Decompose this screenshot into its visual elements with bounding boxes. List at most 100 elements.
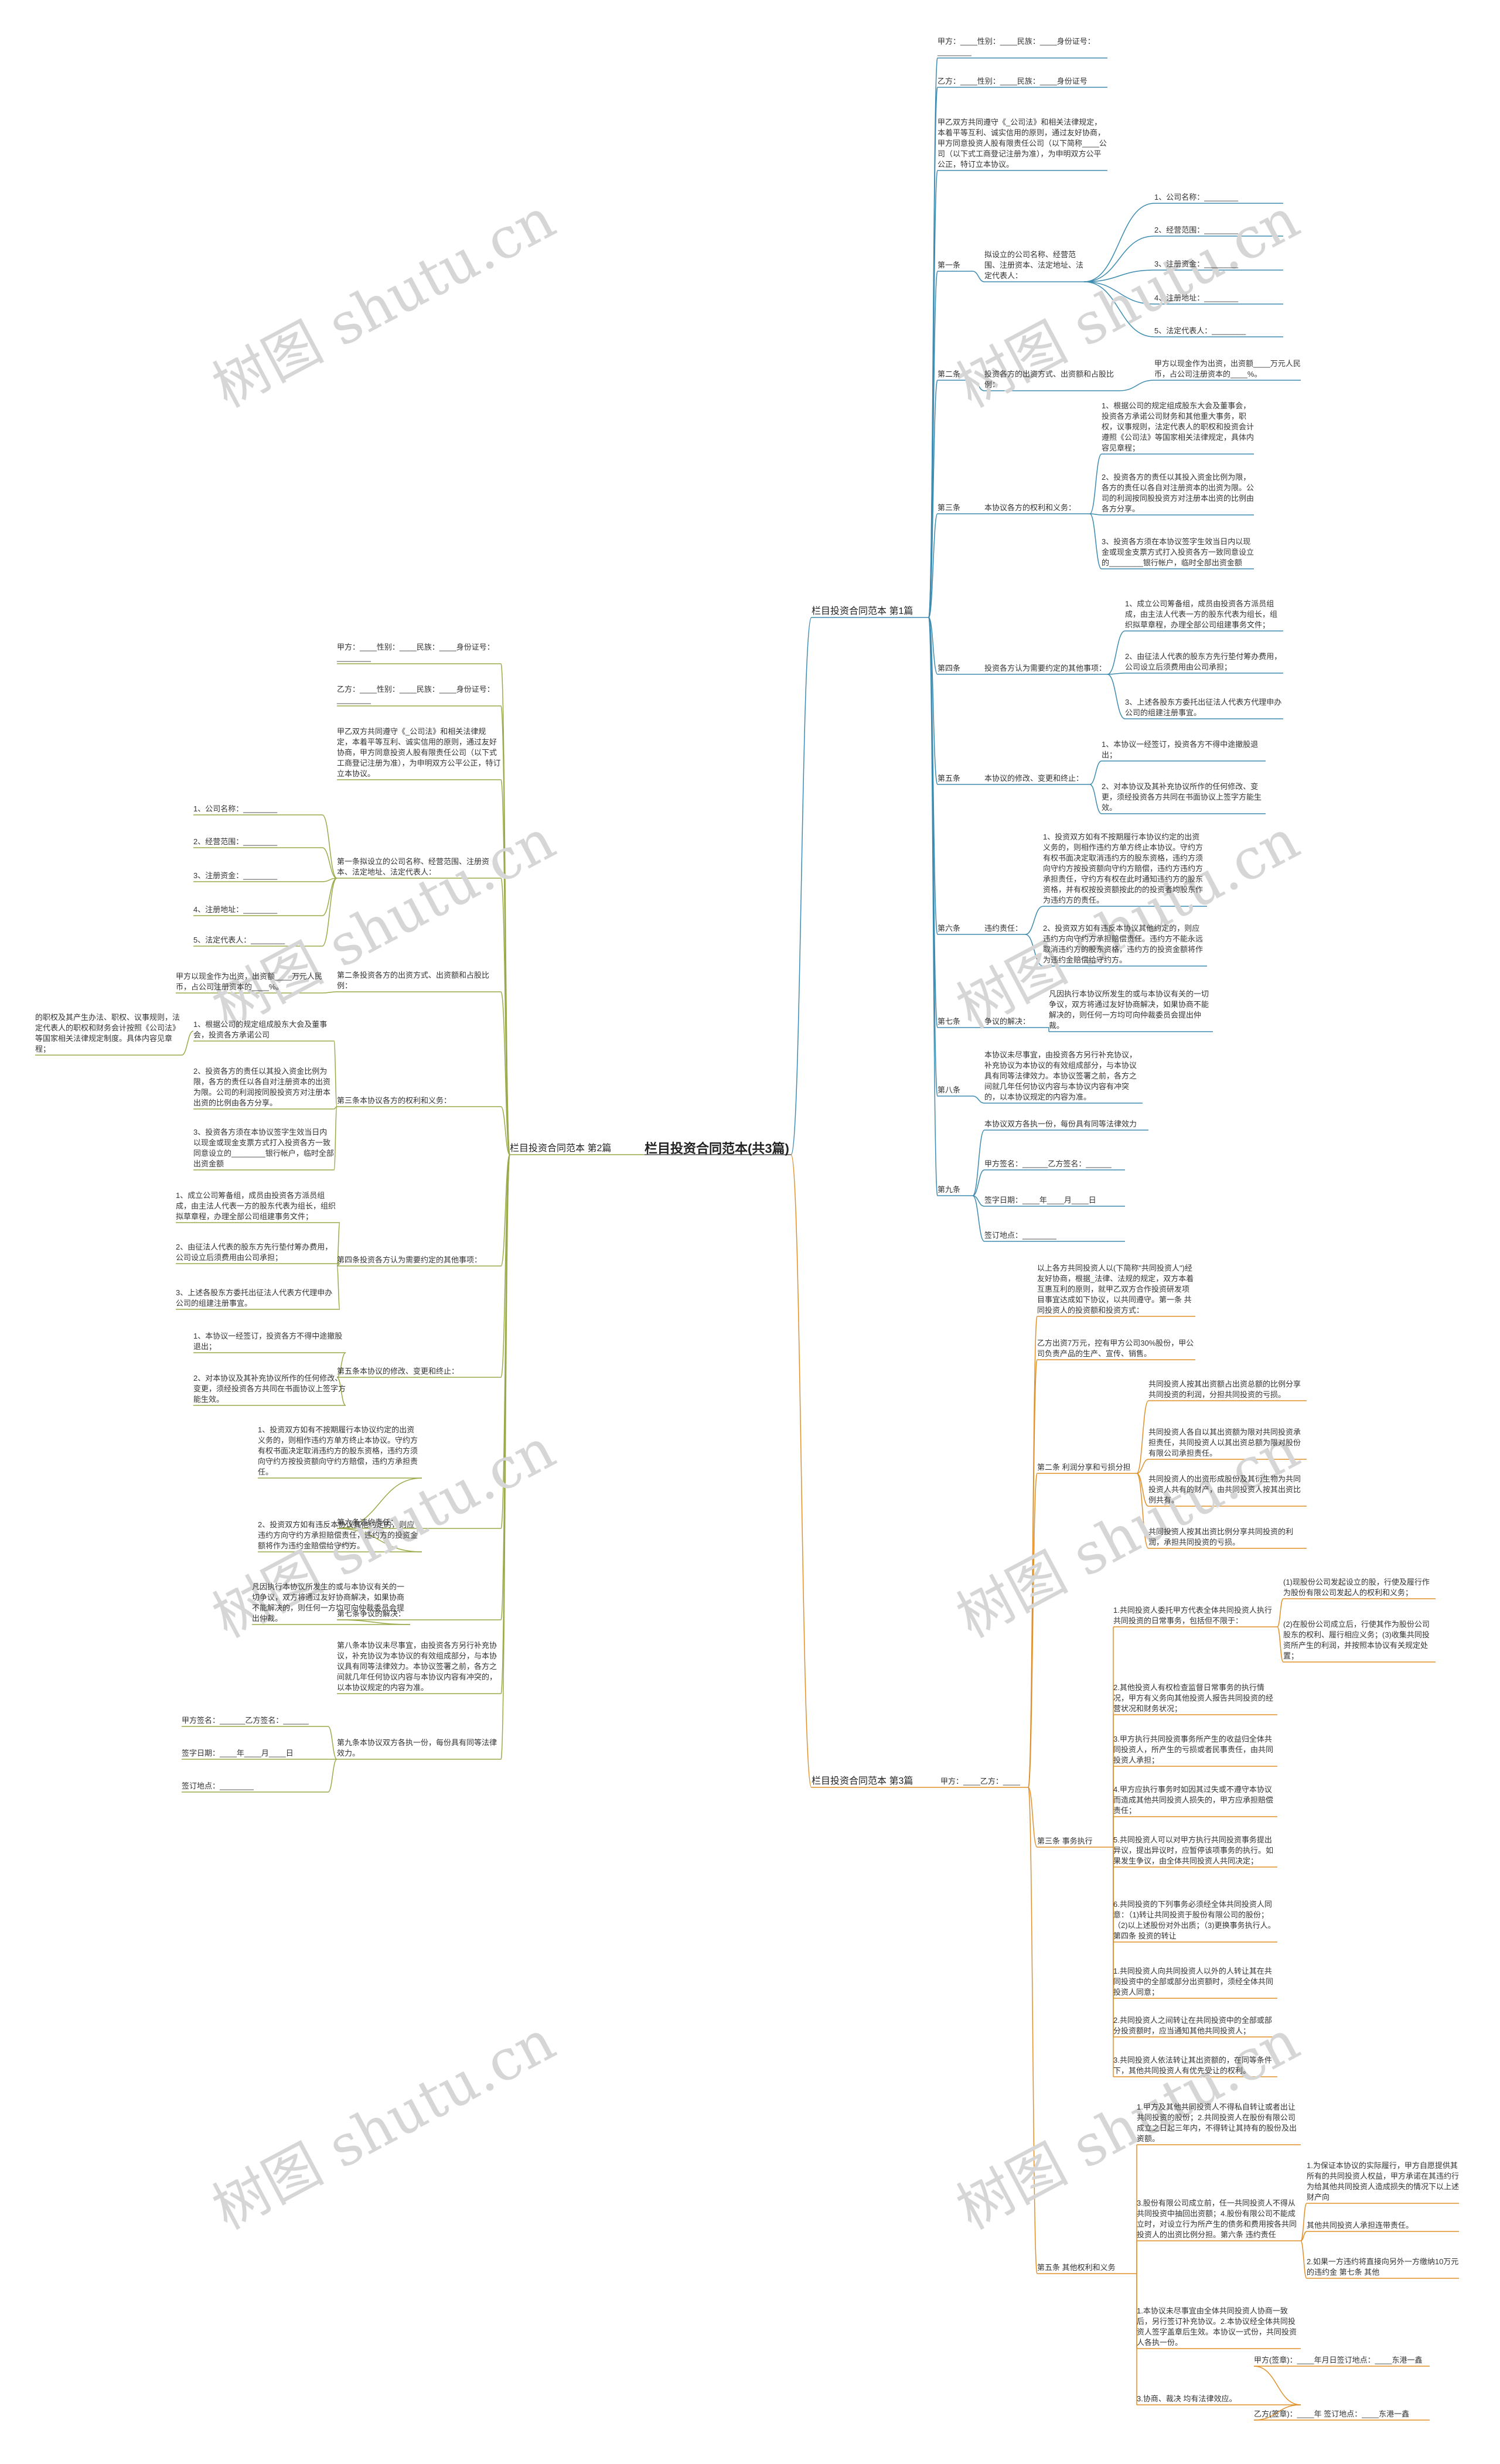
article-8: 第八条: [938, 1086, 961, 1094]
connector: [500, 991, 510, 1155]
article-6-item: 2、投资双方如有违反本协议其他约定的，则应违约方向守约方承担赔偿责任，违约方的投…: [258, 1520, 418, 1550]
s3-item: 5.共同投资人可以对甲方执行共同投资事务提出异议，提出异议时，应暂停该项事务的执…: [1113, 1835, 1274, 1865]
article-2-detail: 甲方以现金作为出资，出资额____万元人民币，占公司注册资本的____%。: [1154, 359, 1301, 378]
article-9: 第九条: [938, 1185, 961, 1194]
connector: [1300, 2231, 1307, 2241]
article-4-item: 3、上述各股东方委托出征法人代表方代理申办公司的组建注册事宜。: [1125, 698, 1282, 717]
connector: [972, 1096, 985, 1104]
connector: [928, 380, 938, 618]
connector: [928, 513, 938, 618]
article-3-item: 2、投资各方的责任以其投入资金比例为限，各方的责任以各自对注册资本的出资为限。公…: [1102, 473, 1254, 513]
connector: [928, 617, 938, 1196]
article-4-text: 投资各方认为需要约定的其他事项：: [984, 664, 1107, 673]
connector: [1107, 674, 1126, 719]
connector: [500, 1106, 510, 1155]
connector: [333, 1106, 338, 1110]
article-1: 第一条拟设立的公司名称、经营范围、注册资本、法定地址、法定代表人：: [337, 857, 490, 876]
article-4-item: 2、由征法人代表的股东方先行垫付筹办费用，公司设立后须费用由公司承担；: [1125, 652, 1282, 671]
article-5: 第五条: [938, 774, 961, 783]
connector: [322, 878, 338, 916]
connector: [322, 847, 338, 879]
connector: [1028, 1473, 1038, 1788]
article-7-detail: 凡因执行本协议所发生的或与本协议有关的一切争议，双方将通过友好协商解决，如果协商…: [1049, 989, 1209, 1030]
connector: [322, 814, 338, 879]
article-6-item: 1、投资双方如有不按期履行本协议约定的出资义务的，则相作违约方单方终止本协议。守…: [1043, 832, 1204, 905]
article-5-text: 本协议的修改、变更和终止：: [984, 774, 1084, 783]
connector: [928, 617, 938, 785]
s3-item: 3.甲方执行共同投资事务所产生的收益归全体共同投资人，所产生的亏损或者民事责任，…: [1113, 1735, 1274, 1765]
connector: [972, 1129, 985, 1196]
article-3-item: 2、投资各方的责任以其投入资金比例为限，各方的责任以各自对注册资本的出资为限。公…: [193, 1067, 331, 1107]
connector: [1025, 934, 1044, 967]
connector: [333, 1040, 338, 1107]
article-9: 第九条本协议双方各执一份，每份具有同等法律效力。: [337, 1738, 497, 1757]
connector: [1089, 760, 1102, 785]
intro: 乙方出资7万元，控有甲方公司30%股份，甲公司负责产品的生产、宣传、销售。: [1037, 1339, 1194, 1358]
connector: [1253, 2404, 1301, 2421]
connector: [1277, 1626, 1284, 1663]
article-1-item: 2、经营范围：________: [193, 837, 278, 846]
connector: [500, 779, 510, 1155]
s3-item: 6.共同投资的下列事务必须经全体共同投资人同意：（1)转让共同投资于股份有限公司…: [1113, 1900, 1276, 1940]
root-topic: 栏目投资合同范本(共3篇): [645, 1141, 789, 1156]
s5-item: 1.甲方及其他共同投资人不得私自转让或者出让共同投资的股份；2.共同投资人在股份…: [1137, 2103, 1297, 2143]
connector: [1083, 281, 1155, 305]
connector: [1089, 784, 1102, 814]
article-6: 第六条: [938, 924, 961, 933]
preamble: 甲乙双方共同遵守《_公司法》和相关法律规定，本着平等互利、诚实信用的原则，通过友…: [337, 727, 501, 778]
s3-item: 3.共同投资人依法转让其出资额的，在同等条件下，其他共同投资人有优先受让的权利。: [1113, 2056, 1272, 2075]
article-1-item: 5、法定代表人：________: [193, 936, 285, 944]
article-7: 第七条争议的解决：: [337, 1609, 406, 1618]
connector: [336, 1528, 422, 1552]
s5-sub: 2.如果一方违约将直接向另外一方缴纳10万元的违约金 第七条 其他: [1307, 2257, 1459, 2277]
article-3: 第三条本协议各方的权利和义务：: [337, 1096, 452, 1105]
s5-item: 3.股份有限公司成立前，任一共同投资人不得从共同投资中抽回出资额；4.股份有限公…: [1137, 2199, 1297, 2239]
intro: 以上各方共同投资人以(下简称"共同投资人")经友好协商，根据_法律、法规的规定，…: [1037, 1264, 1194, 1315]
connector: [1300, 2240, 1307, 2279]
s2-item: 共同投资人各自以其出资额为限对共同投资承担责任，共同投资人以其出资总额为限对股份…: [1148, 1428, 1301, 1458]
preamble: 甲乙双方共同遵守《_公司法》和相关法律规定，本着平等互利、诚实信用的原则，通过友…: [938, 118, 1107, 169]
branch-2: 栏目投资合同范本 第2篇: [510, 1144, 612, 1153]
connector: [322, 878, 338, 882]
connector: [1089, 513, 1102, 516]
article-4-item: 2、由征法人代表的股东方先行垫付筹办费用，公司设立后须费用由公司承担；: [176, 1243, 333, 1262]
connector: [972, 380, 985, 391]
article-5: 第五条本协议的修改、变更和终止：: [337, 1367, 459, 1376]
article-4: 第四条投资各方认为需要约定的其他事项：: [337, 1255, 482, 1264]
article-4-item: 1、成立公司筹备组，成员由投资各方派员组成，由主法人代表一方的股东代表为组长，组…: [1125, 599, 1278, 629]
s3-sub: (2)在股份公司成立后，行使其作为股份公司股东的权利、履行相应义务；(3)收集共…: [1283, 1620, 1430, 1660]
article-4: 第四条: [938, 664, 961, 673]
connector: [972, 271, 985, 282]
connector: [336, 1222, 340, 1267]
article-1-item: 3、注册资金：________: [1154, 260, 1239, 268]
article-6-item: 1、投资双方如有不按期履行本协议约定的出资义务的，则相作违约方单方终止本协议。守…: [258, 1425, 418, 1476]
connector: [336, 1263, 340, 1267]
connector: [322, 991, 338, 994]
connector: [1253, 2366, 1301, 2405]
connector: [1136, 1459, 1149, 1474]
connector: [972, 1195, 985, 1242]
article-2: 第二条: [938, 370, 961, 378]
party-a: 甲方：____性别：____民族：____身份证号：________: [938, 37, 1095, 56]
article-9-item: 甲方签名：______乙方签名：______: [984, 1159, 1112, 1168]
article-2: 第二条投资各方的出资方式、出资额和占股比例：: [337, 971, 490, 990]
connector: [1089, 453, 1102, 514]
connector: [1083, 281, 1155, 337]
connector: [328, 1726, 338, 1760]
connector: [1107, 673, 1126, 675]
article-6-text: 违约责任：: [984, 924, 1023, 933]
article-1-item: 5、法定代表人：________: [1154, 326, 1246, 335]
article-6: 第六条违约责任：: [337, 1518, 398, 1527]
s5-sign: 甲方(签章)：____年月日签订地点：____东港一鑫: [1254, 2356, 1423, 2364]
article-9-item: 签订地点：________: [984, 1231, 1056, 1240]
party-b: 乙方：____性别：____民族：____身份证号: [938, 77, 1088, 86]
article-3-text: 本协议各方的权利和义务：: [984, 503, 1076, 512]
s5-sub: 1.为保证本协议的实际履行，甲方自愿提供其所有的共同投资人权益，甲方承诺在其违约…: [1307, 2161, 1460, 2202]
article-1-item: 3、注册资金：________: [193, 871, 278, 880]
article-9-item: 签字日期：____年____月____日: [984, 1196, 1096, 1204]
article-8: 第八条本协议未尽事宜，由投资各方另行补充协议，补充协议为本协议的有效组成部分，与…: [337, 1641, 497, 1692]
s3-item: 1.共同投资人向共同投资人以外的人转让其在共同投资中的全部或部分出资额时，须经全…: [1113, 1967, 1274, 1997]
connector: [333, 1106, 338, 1170]
connector: [336, 1477, 422, 1529]
